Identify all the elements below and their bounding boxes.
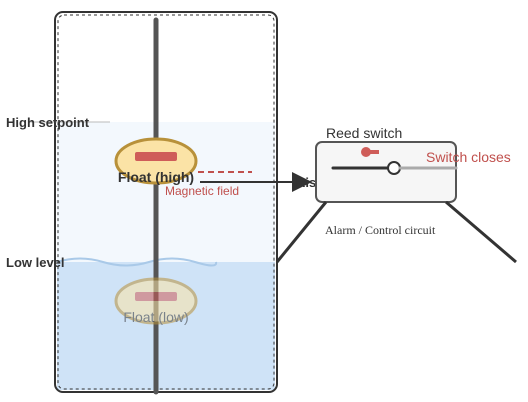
reed-magnet-tab bbox=[369, 150, 379, 154]
water-surface-wave bbox=[56, 257, 218, 267]
tank-inner-dashed bbox=[57, 14, 275, 390]
reed-contact-icon bbox=[331, 147, 458, 175]
magnet-icon bbox=[135, 292, 177, 301]
circuit-lead-right bbox=[445, 200, 517, 264]
tank-outline bbox=[54, 11, 278, 393]
float-high: Float (high) bbox=[114, 137, 198, 185]
float-low: Float (low) bbox=[114, 277, 198, 325]
float-low-label: Float (low) bbox=[123, 309, 188, 325]
reed-switch-box bbox=[315, 141, 457, 203]
reed-contact-point bbox=[387, 161, 401, 175]
magnet-icon bbox=[135, 152, 177, 161]
float-high-label: Float (high) bbox=[118, 169, 194, 185]
circuit-lead-left bbox=[275, 201, 328, 263]
high-setpoint-label: High setpoint bbox=[6, 115, 90, 130]
magnetic-field-label: Magnetic field bbox=[165, 184, 239, 198]
low-level-label: Low level bbox=[6, 255, 65, 270]
reed-magnet-dot bbox=[361, 147, 371, 157]
reed-switch-label: Reed switch bbox=[326, 125, 402, 141]
circuit-label: Alarm / Control circuit bbox=[325, 223, 436, 237]
switch-closes-label: Switch closes bbox=[426, 149, 511, 165]
